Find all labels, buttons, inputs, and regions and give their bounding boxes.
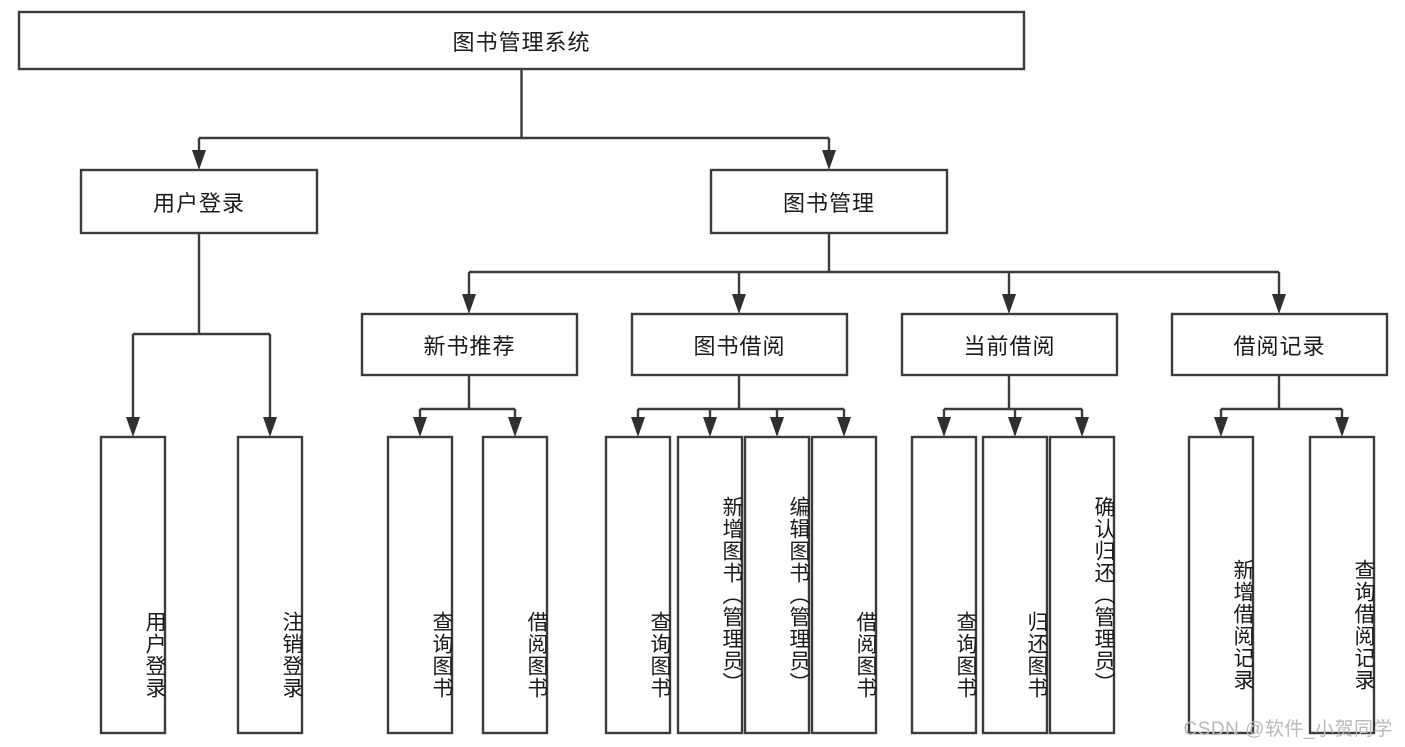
leaf-box-5[interactable] (676, 435, 744, 735)
arrow-head-current-query (937, 417, 951, 437)
leaf-box-2[interactable] (386, 435, 454, 735)
arrow-head-current-return (1008, 417, 1022, 437)
connector-group-book-mgmt (462, 233, 1286, 314)
leaf-box-6[interactable] (743, 435, 811, 735)
connector-group-root (192, 69, 836, 170)
arrow-head-current-confirm (1075, 417, 1089, 437)
arrow-head-user-login (192, 150, 206, 170)
connector-group-record (1214, 375, 1349, 437)
leaf-box-8[interactable] (910, 435, 978, 735)
leaf-box-3[interactable] (481, 435, 549, 735)
connector-group-user-login (126, 233, 277, 437)
node-borrow-box[interactable] (630, 312, 849, 377)
node-book-mgmt-box[interactable] (709, 168, 949, 235)
leaf-box-9[interactable] (981, 435, 1049, 735)
node-current-box[interactable] (900, 312, 1119, 377)
arrow-head-record-add (1214, 417, 1228, 437)
connector-group-borrow (631, 375, 851, 437)
connector-group-new-book (413, 375, 522, 437)
arrow-head-record-query (1335, 417, 1349, 437)
node-user-login-box[interactable] (79, 168, 319, 235)
arrow-head-record (1272, 294, 1286, 314)
connector-group-current (937, 375, 1089, 437)
arrow-head-leaf-user-login (126, 417, 140, 437)
arrow-head-leaf-logout (263, 417, 277, 437)
node-record-box[interactable] (1170, 312, 1389, 377)
leaf-box-0[interactable] (99, 435, 167, 735)
arrow-head-newbook-borrow (508, 417, 522, 437)
arrow-head-book-mgmt (822, 150, 836, 170)
node-root-box[interactable] (17, 10, 1026, 71)
arrow-head-borrow-lend (837, 417, 851, 437)
leaf-box-4[interactable] (604, 435, 672, 735)
arrow-head-borrow-add (703, 417, 717, 437)
arrow-head-borrow-edit (770, 417, 784, 437)
arrow-head-current (1002, 294, 1016, 314)
leaf-box-7[interactable] (810, 435, 878, 735)
leaf-box-12[interactable] (1308, 435, 1376, 735)
arrow-head-newbook-query (413, 417, 427, 437)
arrow-head-borrow-query (631, 417, 645, 437)
leaf-box-10[interactable] (1048, 435, 1116, 735)
arrow-head-new-book (462, 294, 476, 314)
arrow-head-borrow (732, 294, 746, 314)
leaf-box-11[interactable] (1187, 435, 1255, 735)
leaf-box-1[interactable] (236, 435, 304, 735)
node-new-book-box[interactable] (360, 312, 579, 377)
